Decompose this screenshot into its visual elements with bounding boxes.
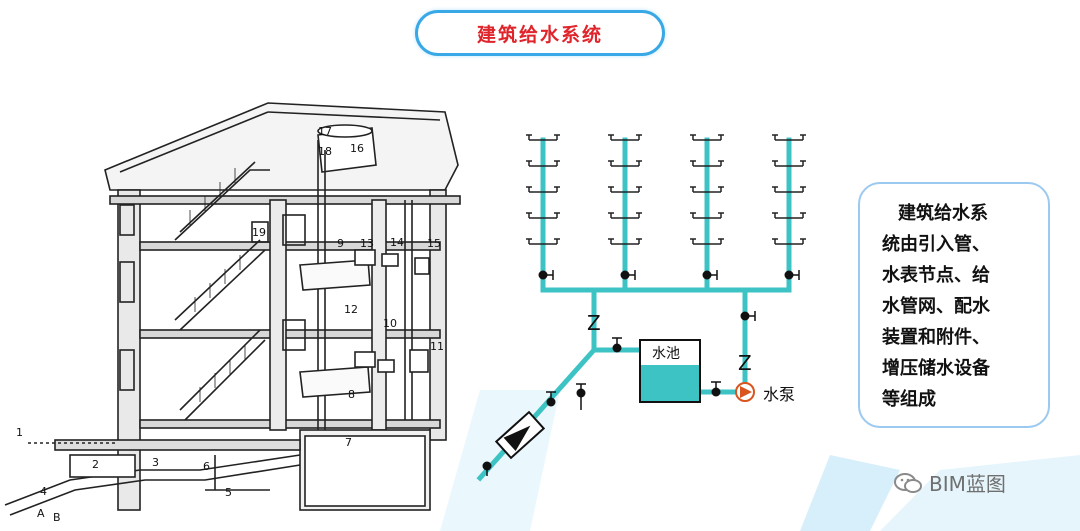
callout-6: 6: [203, 460, 210, 473]
check-valve-upper: Z: [587, 311, 601, 335]
description-line: 统由引入管、: [882, 234, 990, 255]
callout-9: 9: [337, 237, 344, 250]
callout-19: 19: [252, 226, 266, 239]
marker-b: B: [53, 511, 61, 524]
description-line: 水表节点、给: [882, 265, 990, 286]
callout-17: 17: [318, 125, 332, 138]
description-line: 增压储水设备: [882, 358, 990, 379]
callout-5: 5: [225, 486, 232, 499]
callout-1: 1: [16, 426, 23, 439]
callout-3: 3: [152, 456, 159, 469]
pump-label: 水泵: [763, 385, 795, 404]
callout-12: 12: [344, 303, 358, 316]
callout-10: 10: [383, 317, 397, 330]
callout-13: 13: [360, 237, 374, 250]
callout-11: 11: [430, 340, 444, 353]
marker-a: A: [37, 507, 45, 520]
water-meter-icon: [494, 410, 546, 460]
title-banner: 建筑给水系统: [415, 10, 665, 56]
page-title: 建筑给水系统: [476, 23, 603, 46]
callout-14: 14: [390, 236, 404, 249]
wechat-icon: [894, 472, 922, 493]
callout-15: 15: [427, 237, 441, 250]
callout-4: 4: [40, 485, 47, 498]
description-line: 水管网、配水: [882, 296, 990, 317]
callout-16: 16: [350, 142, 364, 155]
pump-icon: [735, 382, 755, 402]
callout-7: 7: [345, 436, 352, 449]
check-valve-pump: Z: [738, 351, 752, 375]
callout-2: 2: [92, 458, 99, 471]
callout-8: 8: [348, 388, 355, 401]
description-line: 建筑给水系: [898, 203, 988, 224]
faucet-branches: [526, 134, 806, 245]
watermark: BIM蓝图: [893, 468, 1006, 497]
description-line: 等组成: [882, 389, 936, 410]
description-text: 建筑给水系 统由引入管、 水表节点、给 水管网、配水 装置和附件、 增压储水设备…: [882, 198, 1042, 415]
water-tank: 水池: [639, 339, 701, 403]
description-line: 装置和附件、: [882, 327, 990, 348]
description-card: 建筑给水系 统由引入管、 水表节点、给 水管网、配水 装置和附件、 增压储水设备…: [858, 182, 1050, 428]
tank-label: 水池: [652, 346, 680, 362]
watermark-text: BIM蓝图: [929, 472, 1006, 496]
callout-18: 18: [318, 145, 332, 158]
